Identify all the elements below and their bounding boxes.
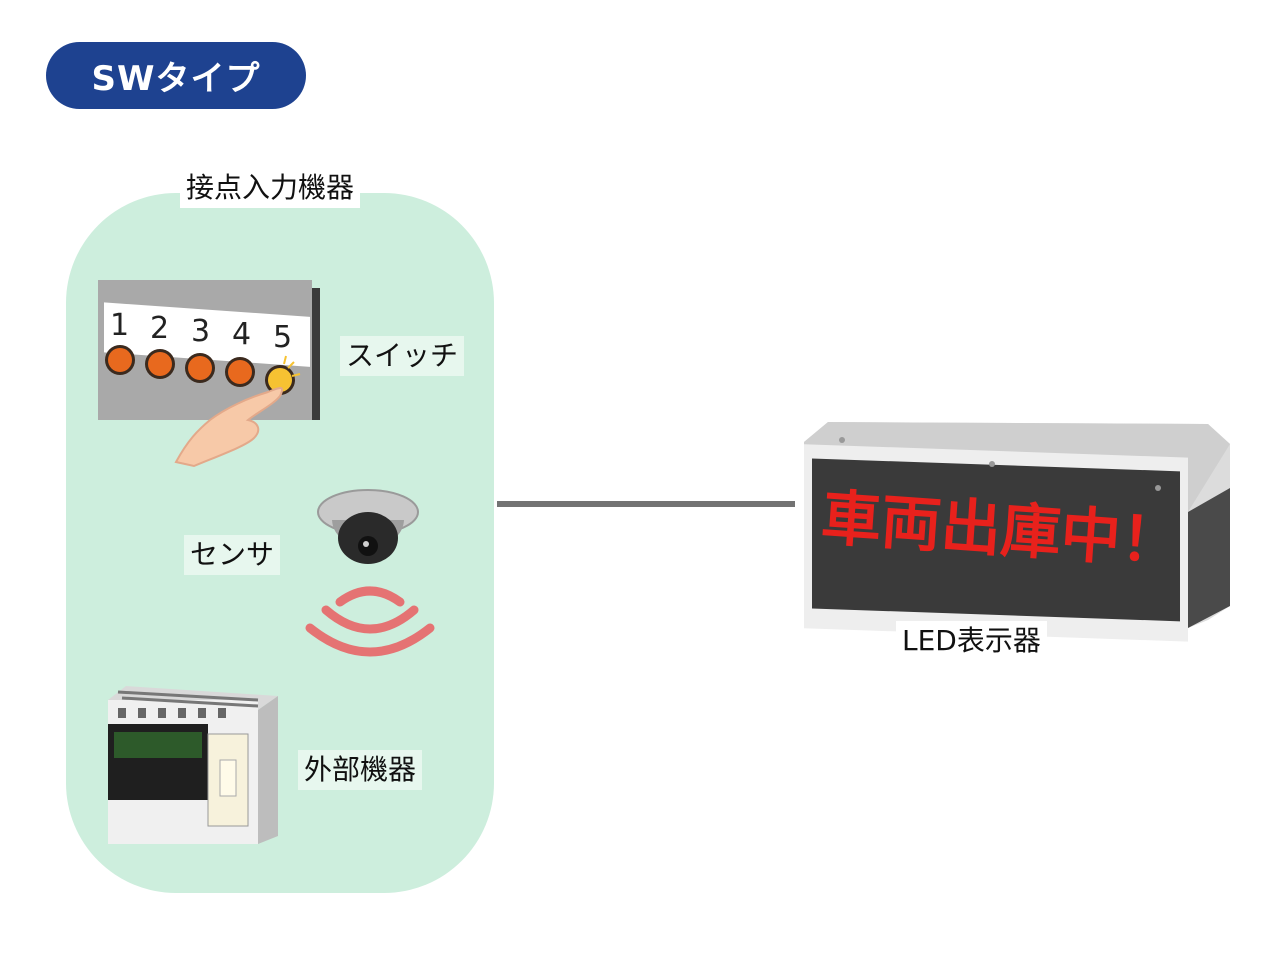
switch-key-label: 1	[110, 308, 129, 343]
switch-key-label: 4	[232, 317, 251, 352]
sensor-wave-icon	[305, 586, 435, 657]
group-title: 接点入力機器	[180, 168, 361, 208]
led-display-icon: 車両出庫中！	[804, 422, 1230, 642]
led-display-label: LED表示器	[896, 621, 1047, 661]
switch-label: スイッチ	[340, 336, 465, 376]
sensor-label: センサ	[184, 535, 281, 575]
connection-line	[497, 501, 795, 507]
switch-key-label: 3	[191, 314, 210, 349]
switch-key-label: 2	[150, 311, 169, 346]
sensor-camera-icon	[317, 489, 419, 564]
external-device-icon	[108, 686, 278, 844]
switch-panel-icon: 1 2 3 4 5	[98, 280, 320, 468]
switch-key-label: 5	[273, 320, 292, 355]
external-device-label: 外部機器	[298, 750, 423, 790]
type-badge: SWタイプ	[46, 42, 306, 109]
